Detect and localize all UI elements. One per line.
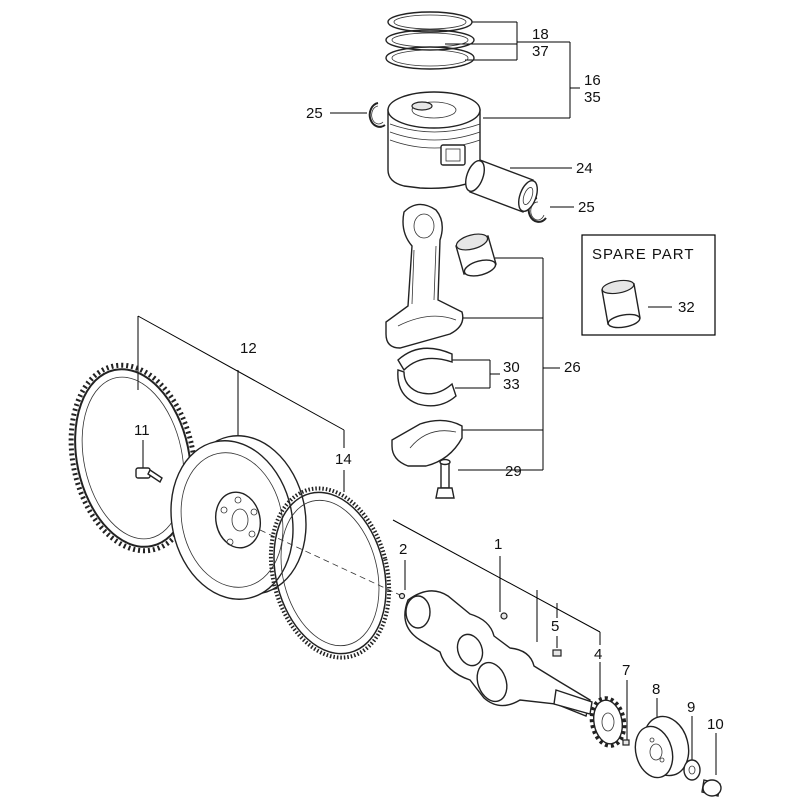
piston — [387, 91, 481, 189]
connecting-rod — [385, 203, 464, 349]
callout-12: 12 — [240, 340, 257, 357]
callout-16: 16 — [584, 72, 601, 89]
callout-10: 10 — [707, 716, 724, 733]
crankshaft — [398, 590, 593, 717]
callout-24: 24 — [576, 160, 593, 177]
callout-5: 5 — [551, 618, 559, 635]
leader-lines — [137, 21, 717, 775]
rod-bolt — [435, 458, 455, 499]
callout-32: 32 — [678, 299, 695, 316]
bearing-shells — [397, 347, 457, 407]
callout-labels: 18 37 16 35 25 24 25 32 30 33 26 29 12 1… — [134, 26, 724, 733]
crank-gear — [589, 696, 627, 748]
callout-33: 33 — [503, 376, 520, 393]
callout-35: 35 — [584, 89, 601, 106]
spare-part-box: SPARE PART — [581, 234, 716, 336]
flywheel — [170, 435, 401, 600]
callout-25-right: 25 — [578, 199, 595, 216]
callout-1: 1 — [494, 536, 502, 553]
ring-gear-left — [68, 362, 198, 554]
rod-cap — [391, 419, 463, 467]
callout-9: 9 — [687, 699, 695, 716]
callout-4: 4 — [594, 646, 602, 663]
pulley — [634, 715, 690, 779]
callout-37: 37 — [532, 43, 549, 60]
pulley-bolt — [701, 779, 722, 797]
small-end-bushing — [455, 233, 497, 277]
piston-rings — [385, 11, 475, 70]
callout-29: 29 — [505, 463, 522, 480]
callout-25-left: 25 — [306, 105, 323, 122]
callout-8: 8 — [652, 681, 660, 698]
flywheel-bolt — [135, 467, 163, 484]
spare-part-title: SPARE PART — [592, 246, 695, 263]
callout-11: 11 — [134, 422, 150, 439]
callout-26: 26 — [564, 359, 581, 376]
piston-pin — [465, 159, 538, 213]
washer — [683, 759, 701, 781]
callout-18: 18 — [532, 26, 549, 43]
key — [622, 739, 630, 746]
callout-2: 2 — [399, 541, 407, 558]
callout-14: 14 — [335, 451, 352, 468]
callout-30: 30 — [503, 359, 520, 376]
callout-7: 7 — [622, 662, 630, 679]
ring-gear-14 — [268, 486, 392, 660]
